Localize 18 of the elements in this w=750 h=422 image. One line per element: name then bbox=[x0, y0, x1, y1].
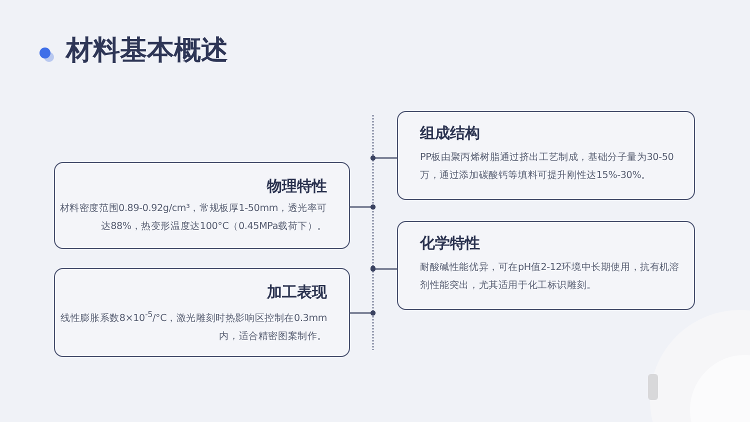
info-card bbox=[54, 162, 350, 249]
card-description: 材料密度范围0.89-0.92g/cm³，常规板厚1-50mm，透光率可达88%，热变形温度达100°C（0.45MPa载荷下）。 bbox=[59, 202, 327, 234]
timeline-line bbox=[372, 115, 374, 350]
card-description: PP板由聚丙烯树脂通过挤出工艺制成，基础分子量为30-50万，通过添加碳酸钙等填料可提升刚性达15%-30%。 bbox=[420, 151, 675, 183]
card-heading: 组成结构 bbox=[420, 124, 480, 143]
connector-line bbox=[350, 204, 376, 210]
card-heading: 物理特性 bbox=[267, 177, 327, 196]
connector-line bbox=[350, 310, 376, 316]
card-heading: 化学特性 bbox=[420, 234, 480, 253]
connector-line bbox=[370, 266, 397, 272]
card-heading: 加工表现 bbox=[267, 283, 327, 302]
card-description: 耐酸碱性能优异，可在pH值2-12环境中长期使用，抗有机溶剂性能突出，尤其适用于化工标识雕刻。 bbox=[420, 261, 680, 293]
info-card bbox=[397, 111, 695, 200]
connector-line bbox=[370, 155, 397, 161]
info-card bbox=[397, 221, 695, 310]
page-title: 材料基本概述 bbox=[66, 34, 228, 68]
info-card bbox=[54, 268, 350, 357]
card-description: 线性膨胀系数8×10$^{-5}$/°C，激光雕刻时热影响区控制在0.3mm内，适合精密图案制作。 bbox=[60, 309, 327, 344]
